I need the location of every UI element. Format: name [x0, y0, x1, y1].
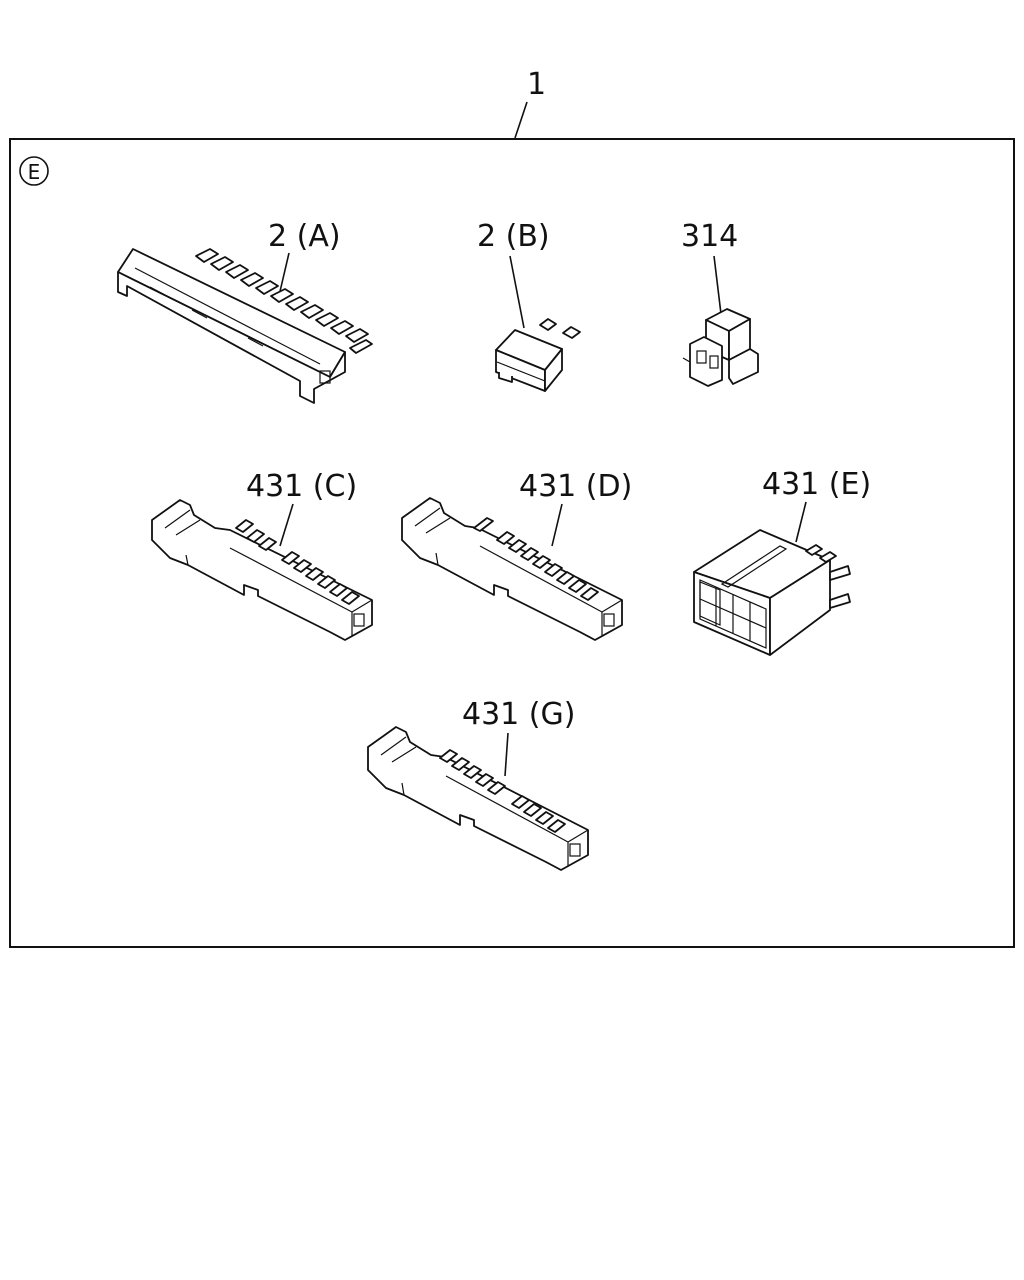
assembly-leader: [514, 101, 528, 139]
part-leader: [713, 255, 722, 315]
part-431e[interactable]: 431 (E): [693, 467, 871, 656]
connector-housing-long-icon: [151, 499, 373, 641]
part-label: 431 (C): [246, 469, 357, 504]
section-badge: E: [19, 156, 49, 186]
part-431c[interactable]: 431 (C): [151, 469, 373, 641]
connector-housing-10pin-icon: [117, 248, 373, 404]
part-label: 431 (D): [519, 469, 632, 504]
connector-box-8cavity-icon: [693, 529, 851, 656]
part-leader: [504, 732, 509, 777]
assembly-callout: 1: [527, 67, 546, 102]
section-badge-letter: E: [28, 160, 41, 184]
assembly-frame: [9, 138, 1015, 948]
part-431g[interactable]: 431 (G): [367, 697, 589, 871]
part-label: 2 (B): [477, 219, 550, 254]
part-label: 2 (A): [268, 219, 341, 254]
part-label: 314: [681, 219, 738, 254]
part-label: 431 (G): [462, 697, 575, 732]
part-314[interactable]: 314: [681, 219, 759, 387]
connector-small-block-icon: [682, 308, 759, 387]
part-leader: [795, 501, 807, 543]
connector-housing-long-icon: [367, 726, 589, 871]
part-label: 431 (E): [762, 467, 871, 502]
connector-2pin-icon: [495, 318, 581, 392]
part-2b[interactable]: 2 (B): [477, 219, 581, 392]
part-431d[interactable]: 431 (D): [401, 469, 632, 641]
part-leader: [509, 255, 525, 329]
part-2a[interactable]: 2 (A): [117, 219, 373, 404]
part-leader: [551, 503, 563, 547]
part-leader: [279, 503, 294, 547]
connector-housing-long-icon: [401, 497, 623, 641]
